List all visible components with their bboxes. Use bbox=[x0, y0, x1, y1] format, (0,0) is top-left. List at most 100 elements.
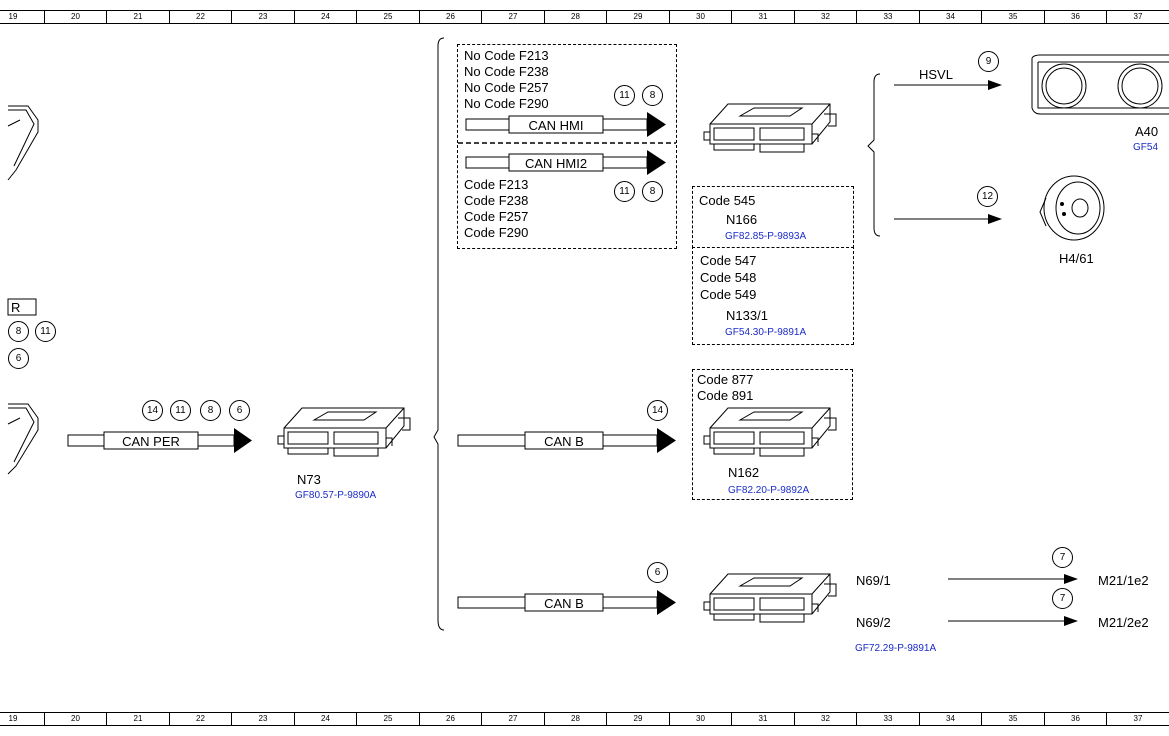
instrument-cluster-shape bbox=[1031, 54, 1169, 115]
can-hmi-label: CAN HMI bbox=[528, 118, 584, 133]
ruler-tick: 31 bbox=[731, 713, 794, 725]
ruler-tick: 31 bbox=[731, 11, 794, 23]
no-code-f213: No Code F213 bbox=[464, 48, 549, 63]
ref-8-hmi: 8 bbox=[642, 85, 663, 106]
ruler-tick: 23 bbox=[231, 11, 294, 23]
module-a40-label: A40 bbox=[1135, 124, 1159, 139]
code-548: Code 548 bbox=[700, 270, 757, 285]
ruler-tick: 37 bbox=[1106, 713, 1169, 725]
ruler-tick: 32 bbox=[793, 713, 857, 725]
can-hmi2-label: CAN HMI2 bbox=[524, 156, 588, 171]
module-n162-doc-link[interactable]: GF82.20-P-9892A bbox=[728, 485, 810, 496]
can-per-bus bbox=[67, 428, 252, 453]
ruler-tick: 30 bbox=[668, 713, 732, 725]
code-f290: Code F290 bbox=[464, 225, 529, 240]
code-f238: Code F238 bbox=[464, 193, 529, 208]
ruler-tick: 22 bbox=[168, 713, 232, 725]
ruler-tick: 21 bbox=[106, 713, 169, 725]
ruler-tick: 32 bbox=[793, 11, 857, 23]
ref-8-hmi2: 8 bbox=[642, 181, 663, 202]
ruler-tick: 20 bbox=[43, 713, 107, 725]
brace-left bbox=[433, 37, 445, 631]
module-upper-shape bbox=[703, 103, 837, 153]
ruler-tick: 30 bbox=[668, 11, 732, 23]
module-n69-1-label: N69/1 bbox=[856, 573, 891, 588]
module-n133-1-doc-link[interactable]: GF54.30-P-9891A bbox=[725, 327, 807, 338]
no-code-f290: No Code F290 bbox=[464, 96, 549, 111]
code-545: Code 545 bbox=[699, 193, 756, 208]
ref-14-can-per: 14 bbox=[142, 400, 163, 421]
code-f213: Code F213 bbox=[464, 177, 529, 192]
module-n73-shape bbox=[277, 407, 411, 457]
ruler-tick: 29 bbox=[606, 713, 669, 725]
ruler-tick: 26 bbox=[418, 11, 482, 23]
module-n133-1-label: N133/1 bbox=[726, 308, 768, 323]
ref-11-hmi2: 11 bbox=[614, 181, 635, 202]
partial-label-r: R bbox=[11, 300, 21, 315]
ruler-tick: 19 bbox=[0, 11, 44, 23]
module-n162-label: N162 bbox=[728, 465, 760, 480]
code-547: Code 547 bbox=[700, 253, 757, 268]
ruler-tick: 22 bbox=[168, 11, 232, 23]
ref-7-m21-2e2: 7 bbox=[1052, 588, 1073, 609]
ref-11-can-per: 11 bbox=[170, 400, 191, 421]
partial-module-bottom bbox=[7, 403, 39, 475]
module-n73-doc-link[interactable]: GF80.57-P-9890A bbox=[295, 490, 377, 501]
can-b-label-2: CAN B bbox=[544, 596, 584, 611]
code-549: Code 549 bbox=[700, 287, 757, 302]
ruler-tick: 35 bbox=[981, 713, 1044, 725]
can-per-label: CAN PER bbox=[122, 434, 180, 449]
ruler-tick: 25 bbox=[356, 11, 419, 23]
ruler-tick: 36 bbox=[1043, 11, 1107, 23]
ruler-tick: 33 bbox=[856, 713, 919, 725]
output-m21-1e2: M21/1e2 bbox=[1098, 573, 1149, 588]
output-m21-2e2: M21/2e2 bbox=[1098, 615, 1149, 630]
ref-11-left: 11 bbox=[35, 321, 56, 342]
code-877: Code 877 bbox=[697, 372, 754, 387]
module-n166-doc-link[interactable]: GF82.85-P-9893A bbox=[725, 231, 807, 242]
code-891: Code 891 bbox=[697, 388, 754, 403]
ruler-tick: 37 bbox=[1106, 11, 1169, 23]
ruler-tick: 21 bbox=[106, 11, 169, 23]
ruler-tick: 28 bbox=[543, 11, 607, 23]
ruler-tick: 27 bbox=[481, 713, 544, 725]
ruler-tick: 34 bbox=[918, 11, 982, 23]
code-f257: Code F257 bbox=[464, 209, 529, 224]
partial-module-top bbox=[7, 105, 39, 181]
ruler-tick: 29 bbox=[606, 11, 669, 23]
ref-6-can-b: 6 bbox=[647, 562, 668, 583]
can-hmi-bus bbox=[465, 112, 666, 137]
module-a40-doc-link[interactable]: GF54 bbox=[1133, 142, 1159, 153]
code-547-box bbox=[692, 246, 854, 345]
ref-7-m21-1e2: 7 bbox=[1052, 547, 1073, 568]
ref-14-can-b: 14 bbox=[647, 400, 668, 421]
can-hmi2-bus bbox=[465, 150, 666, 175]
module-n69-2-label: N69/2 bbox=[856, 615, 891, 630]
ruler-tick: 35 bbox=[981, 11, 1044, 23]
ruler-tick: 23 bbox=[231, 713, 294, 725]
can-b-label-1: CAN B bbox=[544, 434, 584, 449]
ruler-tick: 26 bbox=[418, 713, 482, 725]
speaker-shape bbox=[1039, 175, 1105, 241]
no-code-f238: No Code F238 bbox=[464, 64, 549, 79]
module-n69-doc-link[interactable]: GF72.29-P-9891A bbox=[855, 643, 937, 654]
hsvl-label: HSVL bbox=[919, 67, 953, 82]
no-code-f257: No Code F257 bbox=[464, 80, 549, 95]
ruler-tick: 28 bbox=[543, 713, 607, 725]
ref-8-can-per: 8 bbox=[200, 400, 221, 421]
partial-box-r bbox=[7, 298, 37, 316]
brace-right bbox=[867, 73, 881, 237]
code-545-box bbox=[692, 186, 854, 248]
module-n69-shape bbox=[703, 573, 837, 623]
ruler-tick: 24 bbox=[293, 713, 357, 725]
can-b-bus-2 bbox=[457, 590, 676, 615]
module-h4-61-label: H4/61 bbox=[1059, 251, 1094, 266]
hmi-code-box bbox=[457, 44, 677, 249]
ruler-tick: 27 bbox=[481, 11, 544, 23]
ref-8-left: 8 bbox=[8, 321, 29, 342]
module-n166-label: N166 bbox=[726, 212, 758, 227]
n162-code-box bbox=[692, 369, 853, 500]
